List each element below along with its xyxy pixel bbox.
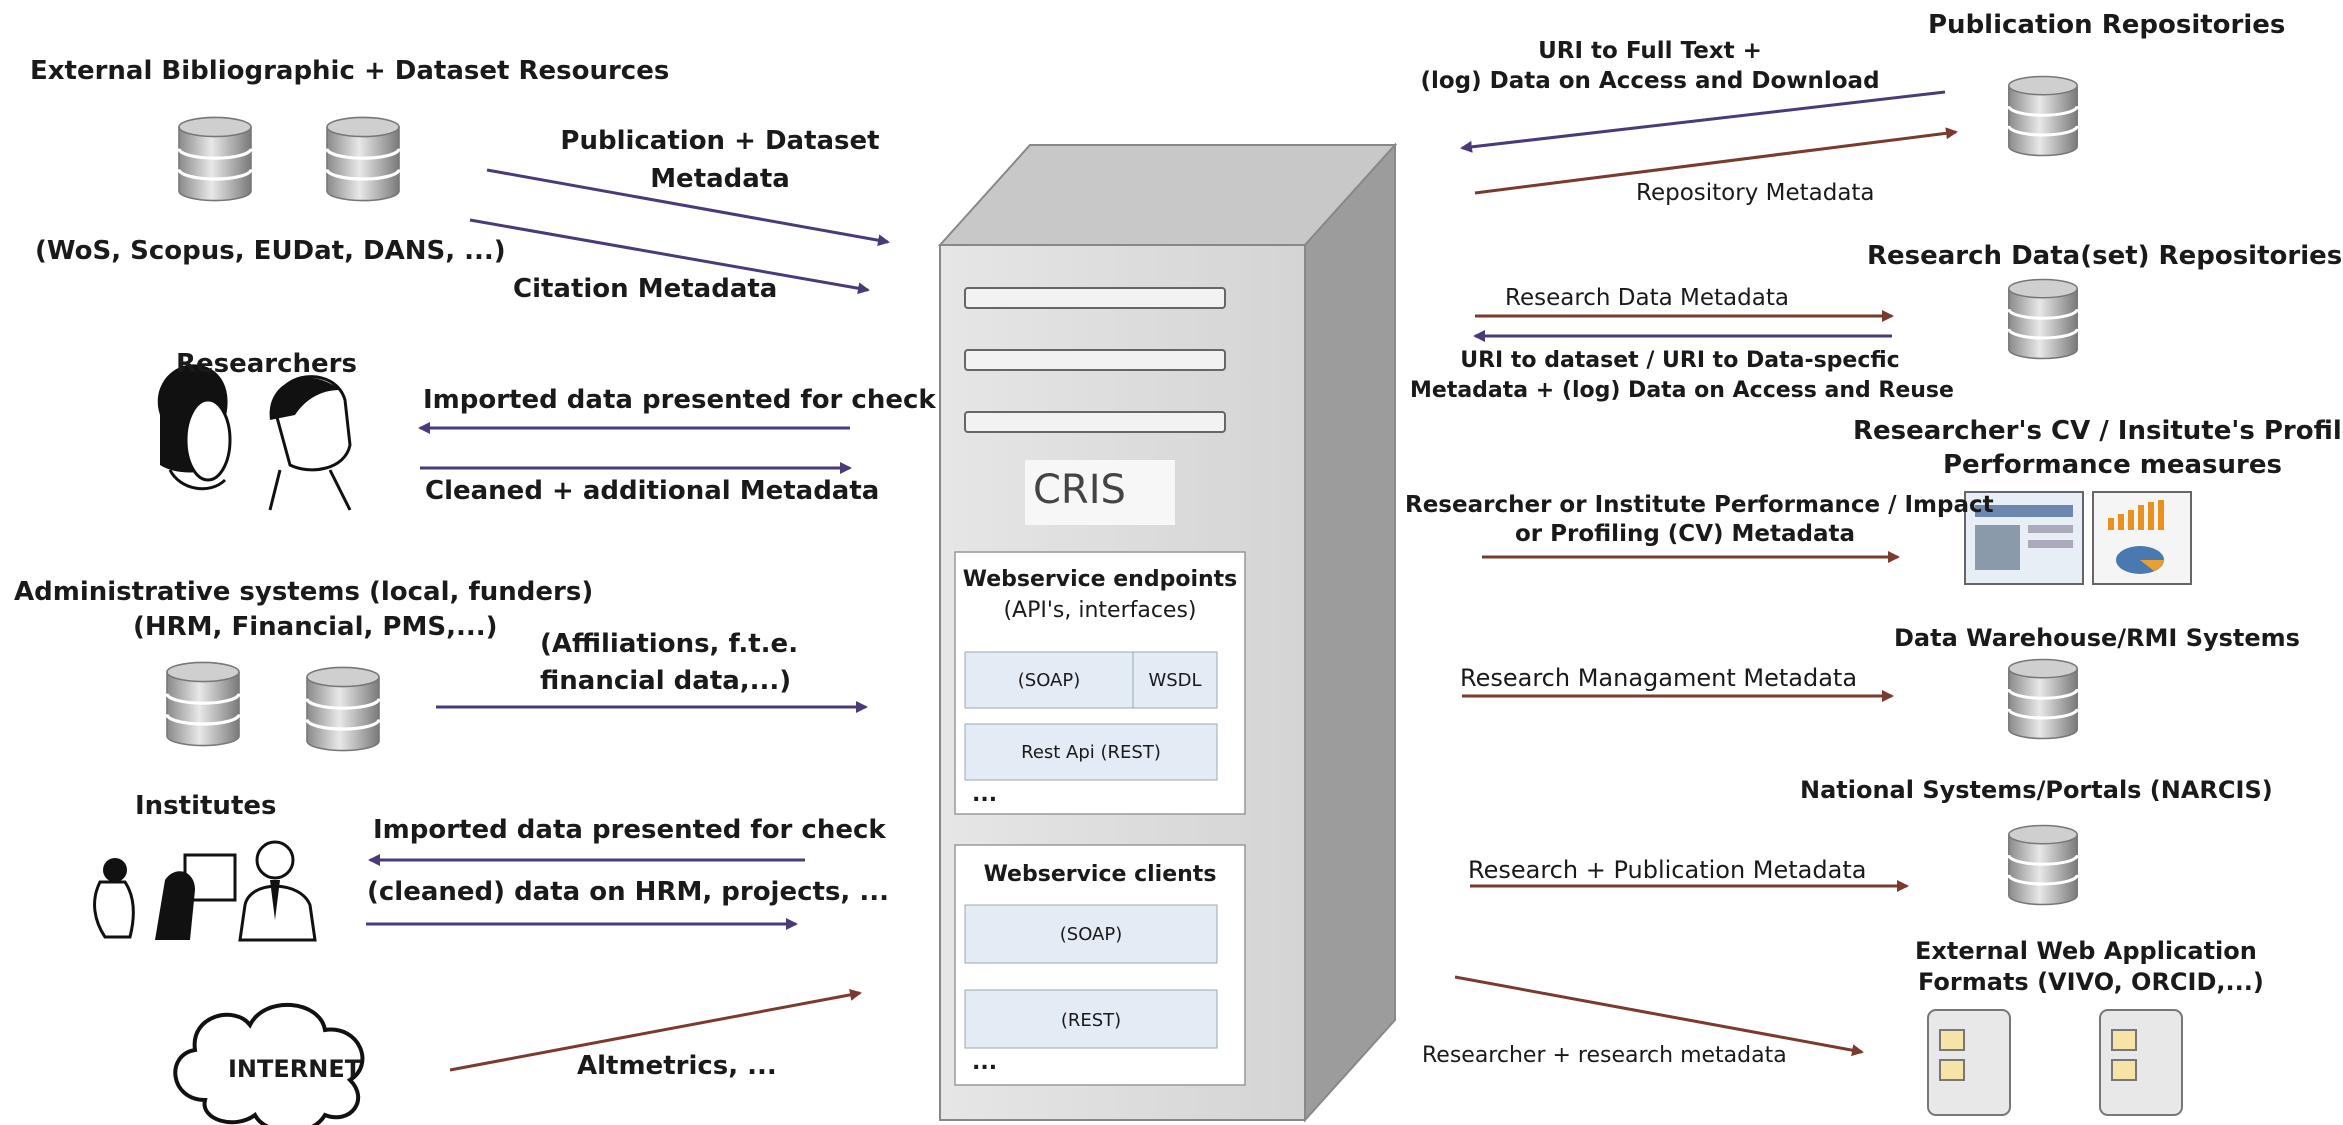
researcher-man-icon xyxy=(268,375,352,511)
internet-label: INTERNET xyxy=(228,1055,362,1083)
database-icon xyxy=(2007,74,2079,158)
internet-cloud-icon xyxy=(173,1002,365,1125)
uri-full-text-label-line1: URI to Full Text + xyxy=(1538,38,1762,64)
research-data-repositories-title: Research Data(set) Repositories xyxy=(1867,241,2343,271)
administrative-systems-subtitle: (HRM, Financial, PMS,...) xyxy=(133,612,498,642)
external-web-app-title-line2: Formats (VIVO, ORCID,...) xyxy=(1918,968,2264,996)
database-icon xyxy=(177,115,253,203)
external-resources-title: External Bibliographic + Dataset Resourc… xyxy=(30,56,670,86)
webservice-endpoints-title: Webservice endpoints xyxy=(962,567,1238,592)
database-icon xyxy=(165,660,241,748)
cleaned-hrm-label: (cleaned) data on HRM, projects, ... xyxy=(367,877,889,907)
research-management-metadata-label: Research Managament Metadata xyxy=(1460,664,1858,692)
database-icon xyxy=(325,115,401,203)
institutes-people-icon xyxy=(93,840,317,942)
cris-label: CRIS xyxy=(1033,467,1126,513)
citation-metadata-label: Citation Metadata xyxy=(513,274,778,304)
performance-metadata-label-line1: Researcher or Institute Performance / Im… xyxy=(1405,492,1994,518)
affiliations-label-line2: financial data,...) xyxy=(540,666,792,696)
uri-dataset-label-line1: URI to dataset / URI to Data-specfic xyxy=(1460,348,1900,373)
webservice-clients-title: Webservice clients xyxy=(983,862,1217,887)
rest-client: (REST) xyxy=(1060,1010,1122,1031)
cv-profiles-title-line2: Performance measures xyxy=(1943,450,2282,480)
researcher-woman-icon xyxy=(157,364,232,491)
altmetrics-label: Altmetrics, ... xyxy=(577,1051,777,1081)
soap-endpoint: (SOAP) xyxy=(1017,670,1081,691)
cris-server-tower xyxy=(937,142,1398,1123)
repository-metadata-label: Repository Metadata xyxy=(1636,180,1875,206)
data-warehouse-title: Data Warehouse/RMI Systems xyxy=(1894,624,2300,652)
research-data-metadata-label: Research Data Metadata xyxy=(1505,285,1789,311)
cleaned-metadata-label: Cleaned + additional Metadata xyxy=(425,476,880,506)
researchers-label: Researchers xyxy=(176,349,357,379)
clients-ellipsis: ... xyxy=(972,1050,998,1075)
database-icon xyxy=(2007,277,2079,361)
imported-check-label-2: Imported data presented for check xyxy=(373,815,886,845)
wsdl-endpoint: WSDL xyxy=(1148,670,1202,691)
database-icon xyxy=(2007,657,2079,741)
institutes-label: Institutes xyxy=(135,791,277,821)
webservice-endpoints-subtitle: (API's, interfaces) xyxy=(1003,598,1197,623)
cv-profiles-title-line1: Researcher's CV / Insitute's Profiles xyxy=(1853,416,2343,446)
uri-full-text-label-line2: (log) Data on Access and Download xyxy=(1420,68,1880,94)
database-icon xyxy=(305,665,381,753)
performance-metadata-label-line2: or Profiling (CV) Metadata xyxy=(1514,521,1856,547)
publication-metadata-label-line2: Metadata xyxy=(650,164,790,194)
endpoints-ellipsis: ... xyxy=(972,782,998,807)
national-systems-title: National Systems/Portals (NARCIS) xyxy=(1800,776,2273,804)
publication-repositories-title: Publication Repositories xyxy=(1928,10,2286,40)
external-web-app-title-line1: External Web Application xyxy=(1915,937,2257,965)
database-icon xyxy=(2006,823,2080,907)
researcher-metadata-label: Researcher + research metadata xyxy=(1422,1043,1787,1068)
publication-metadata-label: Research + Publication Metadata xyxy=(1468,856,1867,884)
imported-check-label: Imported data presented for check xyxy=(423,385,936,415)
soap-client: (SOAP) xyxy=(1059,924,1123,945)
profile-screenshot-icons xyxy=(1964,491,2192,585)
rest-api-endpoint: Rest Api (REST) xyxy=(1021,742,1161,763)
affiliations-label-line1: (Affiliations, f.t.e. xyxy=(540,629,799,659)
administrative-systems-title: Administrative systems (local, funders) xyxy=(14,577,594,607)
uri-dataset-label-line2: Metadata + (log) Data on Access and Reus… xyxy=(1410,378,1954,403)
web-application-component-icons xyxy=(1927,1009,2183,1116)
external-resources-subtitle: (WoS, Scopus, EUDat, DANS, ...) xyxy=(35,236,506,266)
publication-metadata-label-line1: Publication + Dataset xyxy=(560,126,880,156)
